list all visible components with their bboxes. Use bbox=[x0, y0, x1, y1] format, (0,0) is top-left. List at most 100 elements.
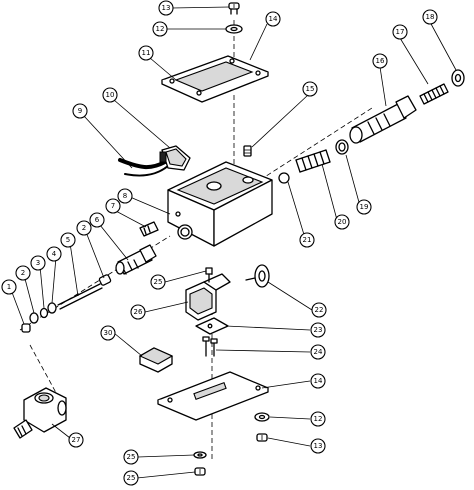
callout-12-top-label: 12 bbox=[156, 25, 165, 33]
callout-7-label: 7 bbox=[111, 202, 115, 210]
left-washer-3 bbox=[39, 307, 49, 319]
callout-20-label: 20 bbox=[338, 218, 347, 226]
callout-5: 5 bbox=[60, 232, 76, 248]
callout-14-top: 14 bbox=[265, 11, 281, 27]
callout-25-washer: 25 bbox=[123, 449, 139, 465]
compression-spring bbox=[295, 149, 331, 173]
jam-nut bbox=[451, 69, 465, 87]
base-washer bbox=[193, 451, 207, 459]
callout-12-bottom-label: 12 bbox=[314, 415, 323, 423]
main-housing bbox=[167, 161, 273, 247]
set-screw bbox=[243, 145, 252, 157]
callout-4-label: 4 bbox=[52, 250, 57, 258]
top-lock-washer bbox=[225, 24, 243, 34]
callout-6-label: 6 bbox=[95, 216, 100, 224]
cord-connector bbox=[159, 145, 191, 171]
callout-4: 4 bbox=[46, 246, 62, 262]
callout-19-label: 19 bbox=[360, 203, 369, 211]
left-end-screw bbox=[21, 323, 31, 333]
mounting-screws bbox=[202, 336, 218, 357]
callout-12-bottom: 12 bbox=[310, 411, 326, 427]
bottom-cover-plate bbox=[157, 371, 269, 421]
callout-16-label: 16 bbox=[376, 57, 385, 65]
callout-2-label: 2 bbox=[21, 269, 25, 277]
left-nut-4 bbox=[47, 302, 57, 314]
callout-11-label: 11 bbox=[142, 49, 151, 57]
callout-15: 13 bbox=[158, 0, 174, 16]
top-cover-screw bbox=[228, 2, 240, 15]
callout-7: 7 bbox=[105, 198, 121, 214]
power-cord bbox=[118, 158, 169, 177]
push-rod bbox=[57, 283, 103, 310]
callout-25-screw: 25 bbox=[123, 470, 139, 486]
bottom-lock-washer bbox=[254, 412, 270, 422]
callout-15-set-label: 15 bbox=[306, 85, 315, 93]
rubber-pad bbox=[138, 347, 174, 373]
callout-2-rod-label: 2 bbox=[82, 224, 86, 232]
small-fitting-7 bbox=[139, 221, 159, 237]
callout-23: 23 bbox=[310, 322, 326, 338]
callout-29: 25 bbox=[150, 274, 166, 290]
left-washer-2 bbox=[29, 312, 39, 324]
tee-fitting bbox=[13, 387, 67, 439]
adjusting-screw bbox=[419, 83, 449, 105]
callout-24: 24 bbox=[310, 344, 326, 360]
callout-27: 27 bbox=[68, 432, 84, 448]
callout-11: 11 bbox=[138, 45, 154, 61]
callout-26: 26 bbox=[130, 304, 146, 320]
base-screw bbox=[194, 467, 206, 476]
callout-15-set: 15 bbox=[302, 81, 318, 97]
callout-25-screw-label: 25 bbox=[127, 474, 136, 482]
callout-22: 22 bbox=[311, 302, 327, 318]
callout-29-label: 25 bbox=[154, 278, 163, 286]
callout-3: 3 bbox=[30, 255, 46, 271]
callout-8-label: 8 bbox=[123, 192, 127, 200]
callout-9: 9 bbox=[72, 103, 88, 119]
diaphragm-assembly bbox=[245, 264, 270, 288]
callout-20: 20 bbox=[334, 214, 350, 230]
callout-22-label: 22 bbox=[315, 306, 324, 314]
spring-seat-ring bbox=[335, 139, 349, 155]
callout-12-top: 12 bbox=[152, 21, 168, 37]
callout-18-label: 18 bbox=[426, 13, 435, 21]
callout-14-top-label: 14 bbox=[269, 15, 278, 23]
callout-25-washer-label: 25 bbox=[127, 453, 136, 461]
callout-2-rod: 2 bbox=[76, 220, 92, 236]
callout-27-label: 27 bbox=[72, 436, 81, 444]
leader-lines bbox=[9, 6, 457, 479]
callout-9-label: 9 bbox=[78, 107, 82, 115]
callout-1: 1 bbox=[1, 279, 17, 295]
callout-21: 21 bbox=[299, 232, 315, 248]
callout-26-label: 26 bbox=[134, 308, 143, 316]
callout-16: 16 bbox=[372, 53, 388, 69]
callout-13-bottom-label: 13 bbox=[314, 442, 323, 450]
switch-bracket bbox=[185, 273, 231, 321]
threaded-nipple bbox=[115, 244, 157, 275]
bottom-cover-screw bbox=[256, 433, 268, 442]
callout-13-bottom: 13 bbox=[310, 438, 326, 454]
callout-21-label: 21 bbox=[303, 236, 312, 244]
callout-10-label: 10 bbox=[106, 91, 115, 99]
check-ball bbox=[278, 172, 290, 184]
callout-30: 30 bbox=[100, 325, 116, 341]
callout-15-label: 13 bbox=[162, 4, 171, 12]
callout-8: 8 bbox=[117, 188, 133, 204]
callout-19: 19 bbox=[356, 199, 372, 215]
callout-10: 10 bbox=[102, 87, 118, 103]
callout-17-label: 17 bbox=[396, 28, 405, 36]
callout-23-label: 23 bbox=[314, 326, 323, 334]
top-cover-plate bbox=[161, 55, 269, 103]
callout-3-label: 3 bbox=[36, 259, 40, 267]
adjusting-bushing bbox=[349, 95, 417, 144]
callout-14-bottom: 14 bbox=[310, 373, 326, 389]
callout-18: 18 bbox=[422, 9, 438, 25]
callout-17: 17 bbox=[392, 24, 408, 40]
insulator-plate bbox=[195, 317, 229, 335]
callout-1-label: 1 bbox=[7, 283, 11, 291]
callout-5-label: 5 bbox=[66, 236, 70, 244]
callout-24-label: 24 bbox=[314, 348, 323, 356]
callout-6: 6 bbox=[89, 212, 105, 228]
callout-30-label: 30 bbox=[104, 329, 113, 337]
callout-14-bottom-label: 14 bbox=[314, 377, 323, 385]
